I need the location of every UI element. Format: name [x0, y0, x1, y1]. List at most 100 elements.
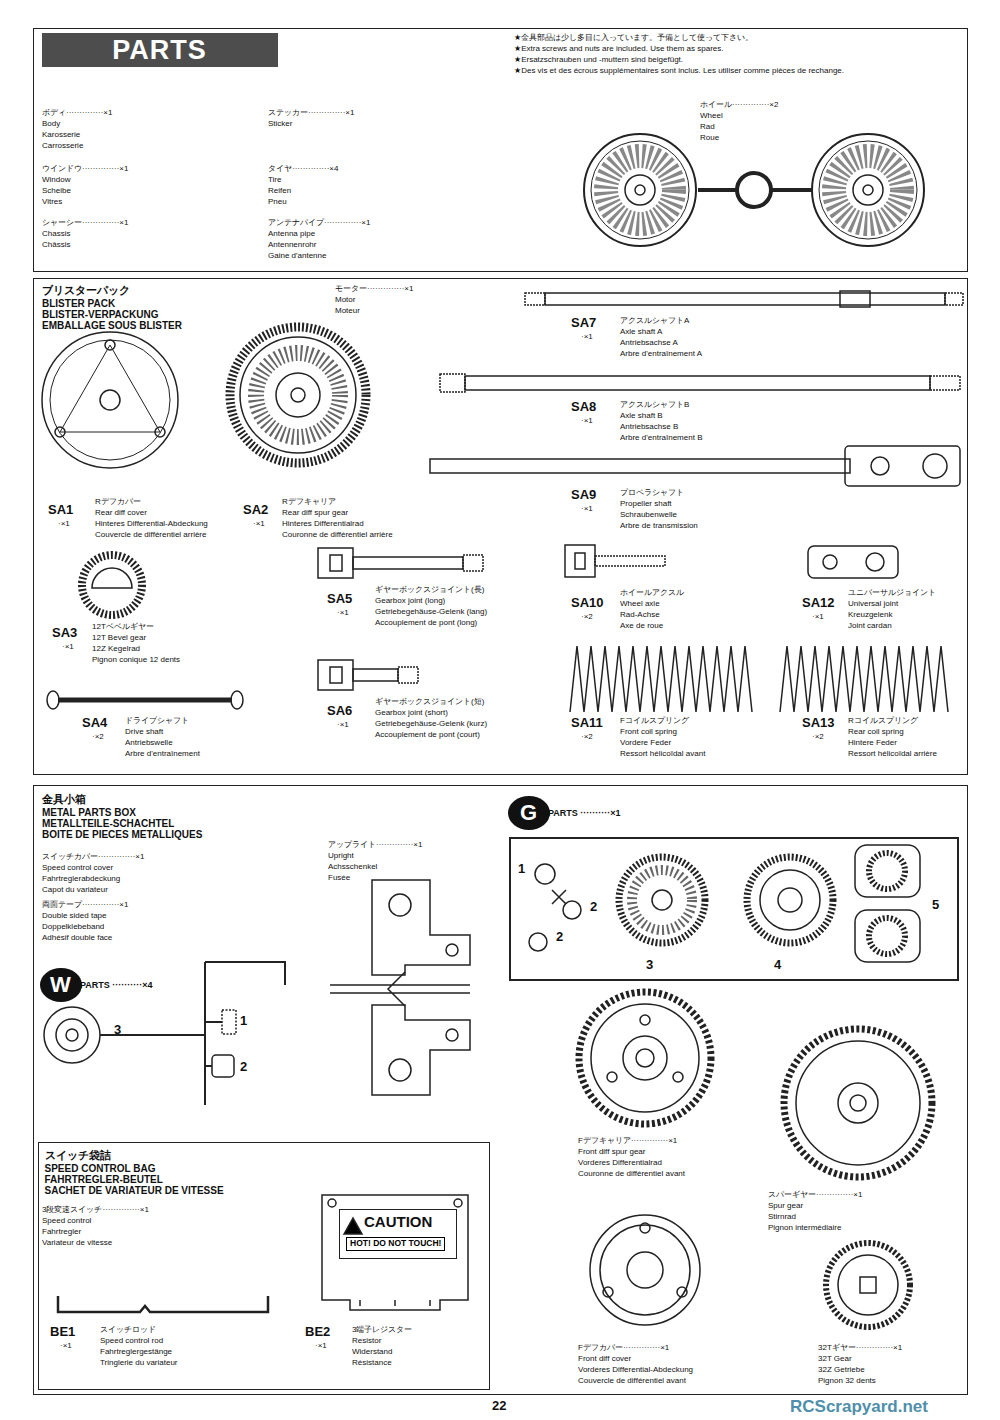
part-name: 12Z Kegelrad [92, 644, 140, 653]
quantity: ·×1 [812, 612, 824, 621]
part-name: Fコイルスプリング [620, 716, 689, 725]
callout-number: SA11 [571, 716, 603, 731]
part-name: 両面テープ··············×1 [42, 900, 128, 909]
part-name: Front diff spur gear [578, 1147, 645, 1156]
part-name: アクスルシャフトB [620, 400, 689, 409]
part-name: Widerstand [352, 1347, 392, 1356]
part-name: 12Tベベルギヤー [92, 622, 154, 631]
part-name: Ressort hélicoïdal avant [620, 749, 705, 758]
callout-number: SA5 [327, 592, 352, 607]
part-name: プロペラシャフト [620, 488, 684, 497]
part-name: Pignon 32 dents [818, 1376, 876, 1385]
part-name: Arbre de transmission [620, 521, 698, 530]
title-banner: PARTS [42, 33, 278, 67]
part-name: ホイールアクスル [620, 588, 684, 597]
part-name: Rear coil spring [848, 727, 904, 736]
part-name: Antriebsachse A [620, 338, 678, 347]
part-name: Chassis [42, 229, 70, 238]
part-name: Pignon intermédiaire [768, 1223, 841, 1232]
node-text: ★Ersatzschrauben und -muttern sind beige… [514, 55, 683, 64]
part-name: ギヤーボックスジョイント(短) [375, 697, 484, 706]
part-name: Scheibe [42, 186, 71, 195]
callout-number: SA7 [571, 316, 596, 331]
node-text: BLISTER-VERPACKUNG [42, 309, 158, 321]
callout-number: 2 [556, 930, 563, 945]
part-name: Vorderes Differential-Abdeckung [578, 1365, 693, 1374]
parts-count: PARTS ··········×4 [80, 980, 153, 990]
part-name: ウインドウ··············×1 [42, 164, 128, 173]
node-text: SPEED CONTROL BAG [45, 1163, 156, 1175]
part-name: Moteur [335, 306, 360, 315]
part-name: Accouplement de pont (court) [375, 730, 480, 739]
part-name: ドライブシャフト [125, 716, 189, 725]
part-name: Tringlerie du variateur [100, 1358, 178, 1367]
part-name: Karosserie [42, 130, 80, 139]
part-name: Hinteres Differentialrad [282, 519, 364, 528]
part-name: Kreuzgelenk [848, 610, 892, 619]
part-name: Propeller shaft [620, 499, 672, 508]
node-text: G [508, 796, 550, 830]
page-number: 22 [492, 1399, 506, 1414]
part-name: Fデフキャリア··············×1 [578, 1136, 677, 1145]
node-text: SACHET DE VARIATEUR DE VITESSE [45, 1185, 224, 1197]
quantity: ·×1 [581, 416, 593, 425]
callout-number: SA4 [82, 716, 107, 731]
part-name: Vordere Feder [620, 738, 671, 747]
part-name: Fahrtreglerabdeckung [42, 874, 120, 883]
part-name: アップライト··············×1 [328, 840, 422, 849]
part-name: Rデフカバー [95, 497, 141, 506]
section-box: ★金具部品は少し多目に入っています。予備として使って下さい。★Extra scr… [33, 28, 968, 272]
quantity: ·×2 [812, 732, 824, 741]
part-name: Antenna pipe [268, 229, 315, 238]
part-name: シャーシー··············×1 [42, 218, 128, 227]
part-name: Arbre d'entraînement A [620, 349, 702, 358]
part-name: Upright [328, 851, 354, 860]
part-name: ギヤーボックスジョイント(長) [375, 585, 484, 594]
node-text: BOITE DE PIECES METALLIQUES [42, 829, 202, 841]
node-text: METALLTEILE-SCHACHTEL [42, 818, 174, 830]
part-name: モーター··············×1 [335, 284, 413, 293]
part-name: アクスルシャフトA [620, 316, 689, 325]
callout-number: 1 [240, 1014, 247, 1029]
part-name: Getriebegehäuse-Gelenk (lang) [375, 607, 487, 616]
part-name: Universal joint [848, 599, 898, 608]
callout-number: 2 [240, 1060, 247, 1075]
callout-number: 2 [590, 900, 597, 915]
quantity: ·×1 [253, 519, 265, 528]
part-name: Rad [700, 122, 715, 131]
part-name: Carrosserie [42, 141, 83, 150]
part-name: Rコイルスプリング [848, 716, 918, 725]
part-name: Adhésif double face [42, 933, 112, 942]
part-name: Châssis [42, 240, 70, 249]
part-name: Couronne de différentiel avant [578, 1169, 685, 1178]
part-name: Gaine d'antenne [268, 251, 326, 260]
part-name: Rear diff spur gear [282, 508, 348, 517]
callout-number: BE1 [50, 1325, 75, 1340]
callout-number: SA9 [571, 488, 596, 503]
part-name: Tire [268, 175, 281, 184]
node-text: W [40, 968, 82, 1002]
quantity: ·×1 [58, 519, 70, 528]
part-name: ボディ··············×1 [42, 108, 112, 117]
caution-sign: CAUTIONHOT! DO NOT TOUCH! [339, 1209, 457, 1259]
quantity: ·×1 [337, 720, 349, 729]
part-name: スパーギヤー··············×1 [768, 1190, 862, 1199]
callout-number: 5 [932, 898, 939, 913]
part-name: Fusée [328, 873, 350, 882]
part-name: Couvercle de différentiel arrière [95, 530, 206, 539]
part-name: Hintere Feder [848, 738, 897, 747]
callout-number: BE2 [305, 1325, 330, 1340]
part-name: Joint cardan [848, 621, 892, 630]
callout-number: SA1 [48, 503, 73, 518]
callout-number: SA12 [802, 596, 835, 611]
quantity: ·×1 [60, 1341, 72, 1350]
node-text: スイッチ袋詰 [45, 1149, 111, 1162]
part-name: Doppelklebeband [42, 922, 104, 931]
section-box: 金具小箱METAL PARTS BOXMETALLTEILE-SCHACHTEL… [33, 785, 968, 1395]
quantity: ·×2 [92, 732, 104, 741]
part-name: 3端子レジスター [352, 1325, 412, 1334]
part-name: Vitres [42, 197, 62, 206]
node-text: FAHRTREGLER-BEUTEL [45, 1174, 163, 1186]
